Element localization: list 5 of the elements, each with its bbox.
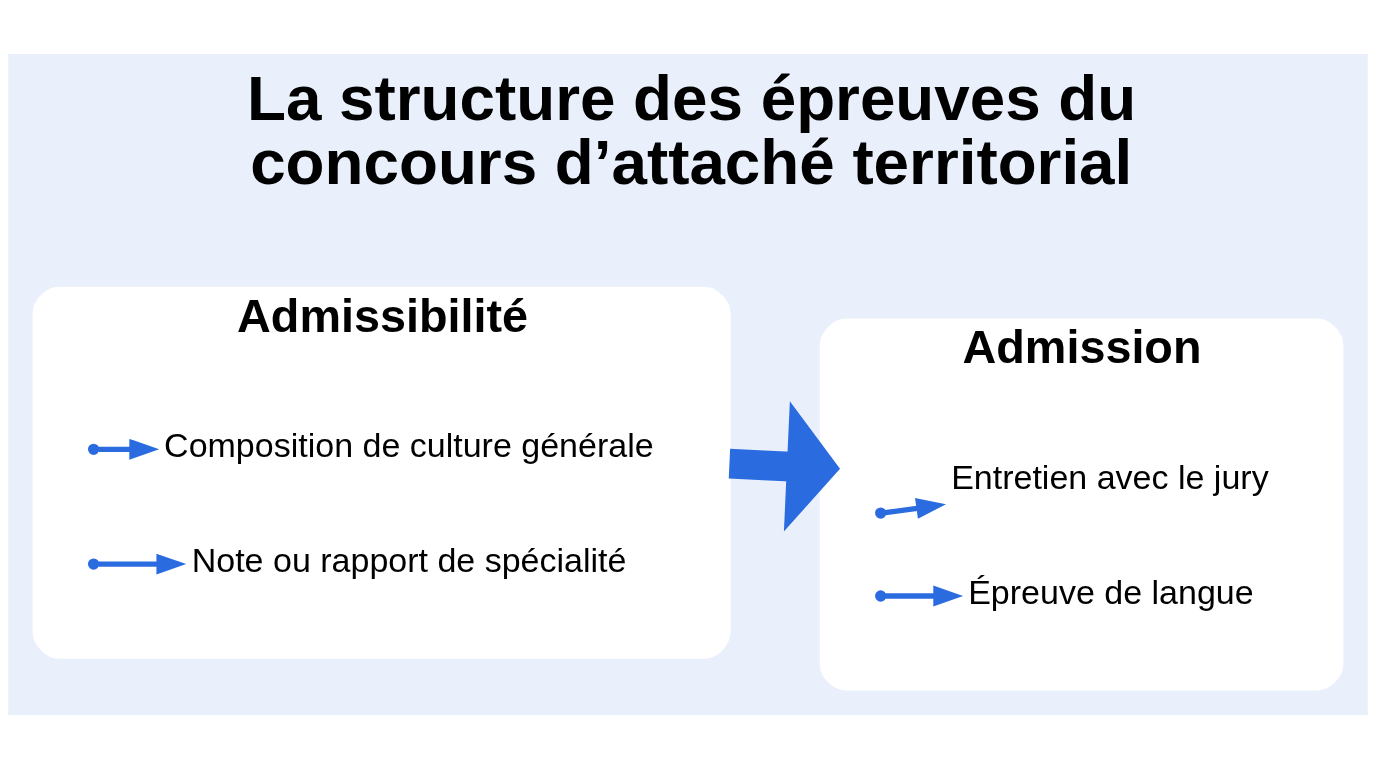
- node-text: Entretien avec le jury: [951, 457, 1269, 496]
- node-text: Composition de culture générale: [164, 425, 654, 464]
- node-text: Note ou rapport de spécialité: [191, 540, 627, 579]
- node-text: Épreuve de langue: [968, 572, 1254, 611]
- diagram-title: La structure des épreuves du concours d’attaché territorial: [246, 61, 1137, 198]
